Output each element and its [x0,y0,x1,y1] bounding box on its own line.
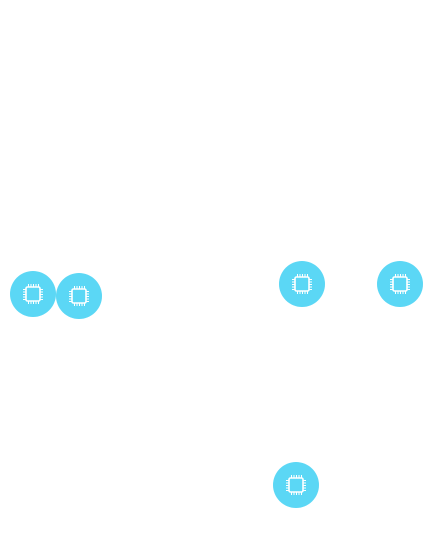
chip-body [392,276,408,292]
cpu-chip-icon [286,475,306,495]
cpu-chip-icon [69,286,89,306]
chip-body [288,477,304,493]
cpu-node-4[interactable] [377,261,423,307]
cpu-node-3[interactable] [279,261,325,307]
chip-body [25,286,41,302]
cpu-node-5[interactable] [273,462,319,508]
cpu-node-2[interactable] [56,273,102,319]
chip-body [71,288,87,304]
chip-body [294,276,310,292]
cpu-chip-icon [390,274,410,294]
cpu-chip-icon [292,274,312,294]
cpu-chip-icon [23,284,43,304]
cpu-node-1[interactable] [10,271,56,317]
